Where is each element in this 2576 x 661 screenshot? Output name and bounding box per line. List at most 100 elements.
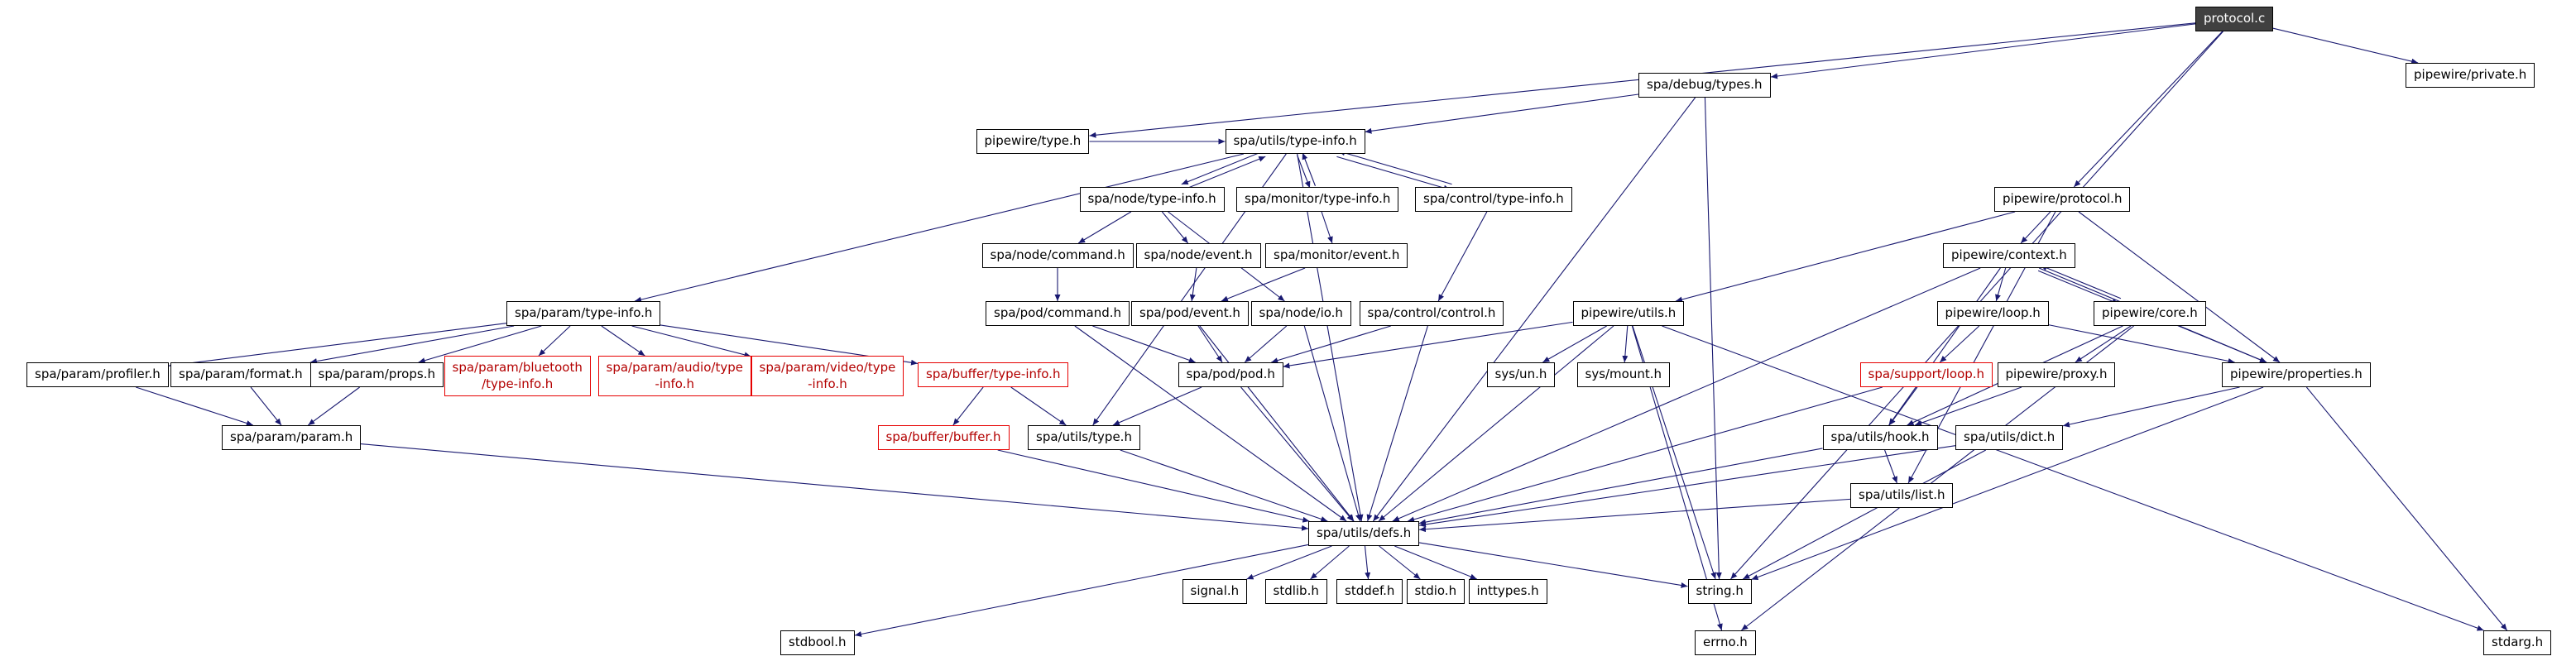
include-node-monitor_event[interactable]: spa/monitor/event.h [1265, 243, 1408, 268]
include-node-param_video_typeinfo[interactable]: spa/param/video/type -info.h [751, 356, 904, 396]
include-edge-utils_defs-to-stddef_h [1364, 545, 1371, 580]
include-edge-pw_context-to-utils_hook [1888, 267, 2001, 426]
include-node-pw_utils[interactable]: pipewire/utils.h [1572, 301, 1685, 326]
include-node-pod_pod[interactable]: spa/pod/pod.h [1178, 362, 1283, 387]
include-node-spa_support_loop[interactable]: spa/support/loop.h [1859, 362, 1993, 387]
include-edge-pw_loop-to-spa_support_loop [1939, 325, 1980, 363]
include-node-label: spa/pod/event.h [1139, 305, 1240, 320]
include-node-label: spa/utils/defs.h [1317, 525, 1412, 540]
include-node-param_param[interactable]: spa/param/param.h [222, 425, 362, 450]
include-edge-buffer_typeinfo-to-utils_type [1010, 386, 1067, 426]
include-edge-param_format-to-param_param [250, 386, 282, 426]
include-edge-node_event-to-pod_event [1189, 267, 1197, 302]
include-node-buffer_typeinfo[interactable]: spa/buffer/type-info.h [918, 362, 1069, 387]
include-edge-control_control-to-utils_defs [1366, 325, 1428, 522]
include-node-utils_list[interactable]: spa/utils/list.h [1850, 483, 1954, 508]
include-node-inttypes_h[interactable]: inttypes.h [1468, 579, 1547, 604]
include-node-sys_un[interactable]: sys/un.h [1486, 362, 1556, 387]
include-node-monitor_typeinfo[interactable]: spa/monitor/type-info.h [1236, 187, 1399, 212]
include-node-label: spa/monitor/type-info.h [1245, 191, 1391, 206]
include-node-buffer_buffer[interactable]: spa/buffer/buffer.h [877, 425, 1010, 450]
include-node-param_props[interactable]: spa/param/props.h [309, 362, 444, 387]
include-node-utils_hook[interactable]: spa/utils/hook.h [1822, 425, 1938, 450]
include-node-label: protocol.c [2204, 11, 2266, 26]
include-node-label: spa/node/event.h [1144, 247, 1253, 262]
include-edge-buffer_buffer-to-utils_defs [997, 449, 1310, 523]
include-node-stdarg_h[interactable]: stdarg.h [2483, 630, 2552, 655]
include-node-control_typeinfo[interactable]: spa/control/type-info.h [1415, 187, 1572, 212]
include-node-errno_h[interactable]: errno.h [1695, 630, 1756, 655]
include-node-param_audio_typeinfo[interactable]: spa/param/audio/type -info.h [597, 356, 751, 396]
include-node-node_io[interactable]: spa/node/io.h [1250, 301, 1351, 326]
include-node-stdlib_h[interactable]: stdlib.h [1264, 579, 1327, 604]
include-node-label: inttypes.h [1476, 583, 1539, 598]
include-edge-pw_properties-to-stdarg_h [2305, 386, 2508, 631]
include-node-label: pipewire/utils.h [1581, 305, 1677, 320]
include-node-stdbool_h[interactable]: stdbool.h [780, 630, 855, 655]
include-node-private_h[interactable]: pipewire/private.h [2406, 63, 2535, 88]
include-edge-buffer_typeinfo-to-buffer_buffer [952, 386, 984, 426]
include-node-label: spa/param/props.h [318, 366, 435, 381]
include-node-label: pipewire/core.h [2102, 305, 2198, 320]
include-edge-debug_types-to-utils_typeinfo [1365, 93, 1639, 134]
include-edge-pw_utils-to-stdarg_h [1662, 325, 2484, 631]
include-node-label: spa/control/type-info.h [1423, 191, 1564, 206]
include-node-node_typeinfo[interactable]: spa/node/type-info.h [1079, 187, 1225, 212]
include-edge-param_typeinfo-to-param_profiler [168, 323, 507, 368]
include-edge-node_io-to-utils_defs [1303, 325, 1361, 522]
include-node-param_typeinfo[interactable]: spa/param/type-info.h [506, 301, 661, 326]
include-node-stdio_h[interactable]: stdio.h [1406, 579, 1465, 604]
include-node-param_format[interactable]: spa/param/format.h [170, 362, 311, 387]
include-node-pw_protocol[interactable]: pipewire/protocol.h [1994, 187, 2131, 212]
include-edge-pod_pod-to-utils_type [1112, 386, 1202, 426]
include-node-label: pipewire/loop.h [1945, 305, 2041, 320]
include-node-control_control[interactable]: spa/control/control.h [1359, 301, 1504, 326]
include-node-pw_properties[interactable]: pipewire/properties.h [2222, 362, 2371, 387]
include-edge-param_typeinfo-to-param_video_typeinfo [631, 325, 751, 358]
include-node-pw_proxy[interactable]: pipewire/proxy.h [1997, 362, 2116, 387]
include-edge-param_typeinfo-to-param_bt_typeinfo [538, 325, 571, 357]
include-node-pw_loop[interactable]: pipewire/loop.h [1936, 301, 2049, 326]
include-node-label: spa/utils/type-info.h [1233, 133, 1357, 148]
include-edge-utils_typeinfo-to-control_typeinfo [1336, 156, 1451, 191]
include-node-pod_command[interactable]: spa/pod/command.h [986, 301, 1130, 326]
include-node-pw_type[interactable]: pipewire/type.h [976, 129, 1090, 154]
include-edge-pw_core-to-pw_proxy [2075, 325, 2132, 363]
include-node-sys_mount[interactable]: sys/mount.h [1576, 362, 1671, 387]
include-edge-utils_defs-to-stdbool_h [854, 544, 1309, 637]
include-edge-pod_event-to-pod_pod [1197, 325, 1223, 363]
include-edge-control_control-to-pod_pod [1271, 325, 1391, 364]
include-edge-protocol_c-to-pw_protocol [2073, 31, 2223, 188]
include-node-stddef_h[interactable]: stddef.h [1336, 579, 1403, 604]
include-node-param_bt_typeinfo[interactable]: spa/param/bluetooth /type-info.h [444, 356, 591, 396]
include-node-node_event[interactable]: spa/node/event.h [1135, 243, 1261, 268]
include-node-utils_dict[interactable]: spa/utils/dict.h [1955, 425, 2064, 450]
include-node-utils_type[interactable]: spa/utils/type.h [1028, 425, 1140, 450]
include-node-label: spa/monitor/event.h [1274, 247, 1400, 262]
include-node-label: spa/pod/command.h [994, 305, 1121, 320]
include-node-node_command[interactable]: spa/node/command.h [981, 243, 1134, 268]
include-node-label: sys/mount.h [1585, 366, 1662, 381]
include-edge-pw_core-to-pw_properties [2179, 325, 2267, 363]
include-node-label: pipewire/properties.h [2230, 366, 2363, 381]
include-edge-pw_proxy-to-utils_hook [1914, 386, 2022, 426]
include-edge-param_props-to-param_param [308, 386, 360, 426]
include-node-utils_defs[interactable]: spa/utils/defs.h [1308, 521, 1420, 546]
include-node-protocol_c[interactable]: protocol.c [2195, 7, 2274, 31]
include-edge-pw_context-to-pw_core [2037, 270, 2119, 304]
include-node-string_h[interactable]: string.h [1687, 579, 1752, 604]
include-edge-node_typeinfo-to-node_event [1161, 211, 1189, 244]
include-edge-param_typeinfo-to-param_format [309, 325, 515, 365]
include-node-signal_h[interactable]: signal.h [1182, 579, 1248, 604]
include-node-param_profiler[interactable]: spa/param/profiler.h [26, 362, 169, 387]
include-node-pw_context[interactable]: pipewire/context.h [1943, 243, 2075, 268]
include-node-debug_types[interactable]: spa/debug/types.h [1638, 73, 1771, 98]
include-node-utils_typeinfo[interactable]: spa/utils/type-info.h [1225, 129, 1365, 154]
include-edge-pod_event-to-utils_defs [1199, 325, 1355, 522]
include-edge-node_io-to-pod_pod [1244, 325, 1288, 363]
include-node-pod_event[interactable]: spa/pod/event.h [1131, 301, 1249, 326]
include-node-label: spa/node/command.h [990, 247, 1125, 262]
include-edge-pod_command-to-utils_defs [1074, 325, 1347, 522]
include-node-pw_core[interactable]: pipewire/core.h [2094, 301, 2206, 326]
